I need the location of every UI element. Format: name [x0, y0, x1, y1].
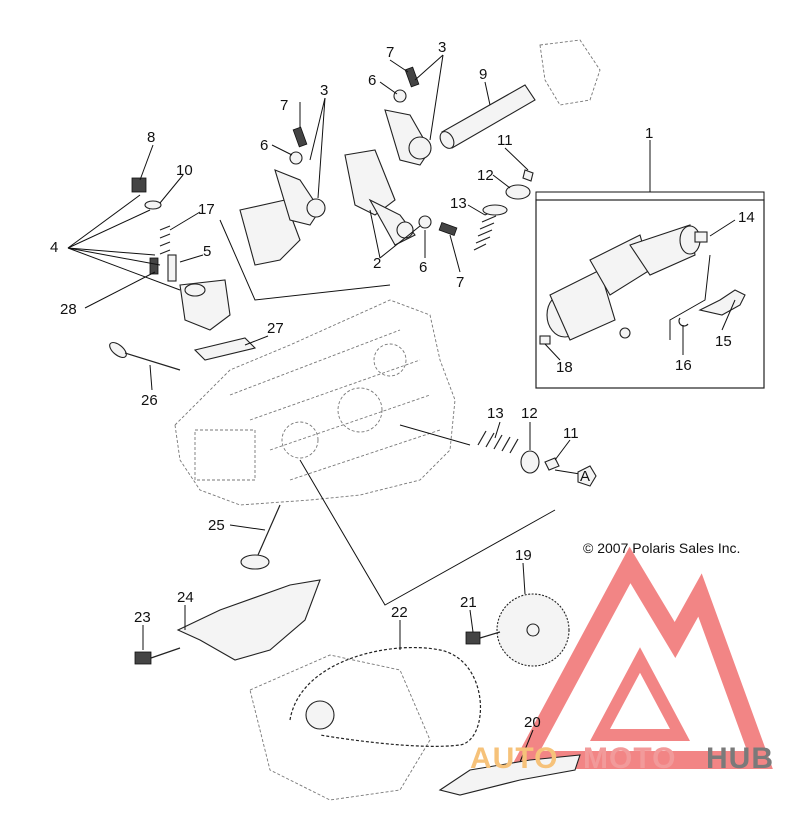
camshaft-assembly-box	[535, 199, 765, 389]
copyright-text: © 2007 Polaris Sales Inc.	[583, 540, 740, 556]
crankcase-cover	[249, 654, 431, 801]
keeper-mid	[544, 457, 560, 471]
spring-clip	[678, 317, 689, 327]
rocker-arm-left	[239, 169, 326, 266]
callout-9: 9	[479, 66, 487, 83]
drive-sprocket	[305, 700, 335, 730]
cylinder-head	[174, 299, 456, 506]
watermark-text: AUTO MOTO HUB	[470, 742, 774, 775]
callout-5: 5	[203, 243, 211, 260]
svg-text:MOTO: MOTO	[583, 742, 676, 775]
callout-1: 1	[645, 125, 653, 142]
callout-6: 6	[260, 137, 268, 154]
callout-12: 12	[477, 167, 494, 184]
sprocket-bolt	[465, 631, 481, 645]
callout-7: 7	[386, 44, 394, 61]
dowel-pin	[539, 335, 551, 345]
callout-12: 12	[521, 405, 538, 422]
washer	[144, 200, 162, 210]
callout-22: 22	[391, 604, 408, 621]
callout-15: 15	[715, 333, 732, 350]
callout-16: 16	[675, 357, 692, 374]
callout-4: 4	[50, 239, 58, 256]
cam-sprocket	[496, 593, 570, 667]
callout-2: 2	[373, 255, 381, 272]
callout-8: 8	[147, 129, 155, 146]
callout-7: 7	[280, 97, 288, 114]
valve-exhaust	[109, 341, 181, 371]
rocker-shaft	[439, 84, 536, 149]
gasket	[193, 337, 257, 361]
callout-3: 3	[438, 39, 446, 56]
callout-7: 7	[456, 274, 464, 291]
chain-guide-lower	[438, 754, 581, 796]
callout-6: 6	[368, 72, 376, 89]
callout-24: 24	[177, 589, 194, 606]
camshaft	[546, 224, 708, 341]
reference-marker: A	[577, 465, 597, 487]
callout-20: 20	[524, 714, 541, 731]
callout-14: 14	[738, 209, 755, 226]
svg-text:HUB: HUB	[706, 742, 774, 775]
callout-28: 28	[60, 301, 77, 318]
cam-chain	[289, 647, 482, 747]
cam-plug	[619, 327, 631, 339]
keeper-top	[522, 169, 534, 182]
callout-13: 13	[487, 405, 504, 422]
svg-text:AUTO: AUTO	[470, 742, 558, 775]
chain-guide	[176, 579, 321, 661]
callout-23: 23	[134, 609, 151, 626]
retainer-top	[505, 184, 531, 200]
valve-spring-top	[473, 204, 508, 251]
callout-21: 21	[460, 594, 477, 611]
callout-6: 6	[419, 259, 427, 276]
callout-3: 3	[320, 82, 328, 99]
rocker-arm-center	[344, 149, 416, 246]
callout-11: 11	[497, 132, 513, 149]
callout-13: 13	[450, 195, 467, 212]
valve-spring-mid	[477, 430, 519, 454]
rocker-arm-right	[384, 109, 432, 166]
chain-tensioner	[179, 279, 231, 331]
retainer-mid	[520, 450, 540, 474]
tensioner-bolt	[131, 177, 147, 193]
callout-25: 25	[208, 517, 225, 534]
callout-19: 19	[515, 547, 532, 564]
tensioner-plunger	[167, 254, 177, 282]
callout-26: 26	[141, 392, 158, 409]
callout-11: 11	[563, 425, 579, 442]
valve-intake	[240, 504, 281, 570]
callout-10: 10	[176, 162, 193, 179]
guide-bolt	[134, 651, 152, 665]
tensioner-bolt-2	[149, 257, 159, 275]
callout-27: 27	[267, 320, 284, 337]
callout-17: 17	[198, 201, 215, 218]
callout-18: 18	[556, 359, 573, 376]
svg-text:A: A	[580, 468, 590, 485]
watermark-logo	[509, 546, 773, 769]
tensioner-spring	[159, 225, 171, 255]
decompression-lever	[698, 289, 746, 316]
